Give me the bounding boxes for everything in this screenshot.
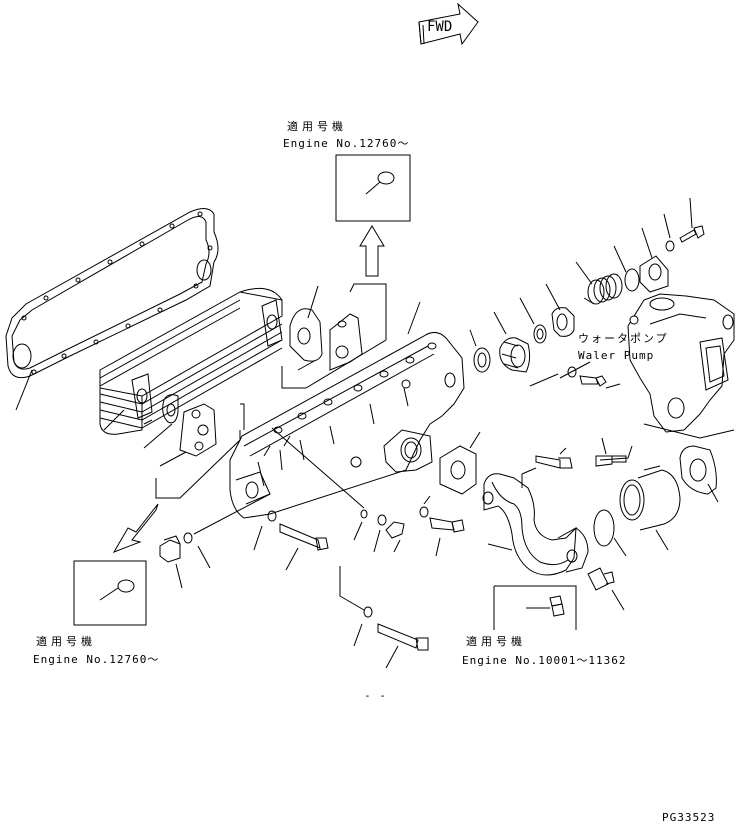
oil-cooler-cover xyxy=(229,332,465,519)
oil-filter-gasket xyxy=(289,308,323,362)
drain-plug-detail xyxy=(549,595,565,617)
drain-cock xyxy=(587,567,615,591)
forward-arrow-icon xyxy=(418,2,479,46)
inlet-connector xyxy=(619,465,681,531)
water-pump xyxy=(627,293,735,433)
thermostat-cover xyxy=(639,255,669,293)
forward-label: FWD xyxy=(427,19,453,35)
washer-bolt xyxy=(419,506,429,518)
callout-left-jp: 適用号機 xyxy=(36,635,96,648)
water-pipe-elbow xyxy=(482,473,589,576)
drawing-number: PG33523 xyxy=(662,811,716,824)
water-pump-en: Waler Pump xyxy=(578,349,655,362)
pump-inlet-gasket xyxy=(679,445,717,495)
callout-left-serial: Engine No.12760～ xyxy=(33,653,160,666)
callout-right-jp: 適用号機 xyxy=(466,635,526,648)
oil-cooler-element xyxy=(99,287,283,435)
oil-cooler-gasket xyxy=(5,208,219,379)
detail-arrow-top xyxy=(359,225,385,277)
water-pump-bolt xyxy=(567,366,607,387)
callout-top-serial: Engine No.12760～ xyxy=(283,137,410,150)
o-ring xyxy=(624,268,640,292)
thermostat-gasket xyxy=(533,324,547,344)
dash-mark: - - xyxy=(364,689,387,702)
long-bolt-washer xyxy=(363,606,373,618)
callout-top-jp: 適用号機 xyxy=(287,120,347,133)
thermostat-body xyxy=(499,337,531,373)
lock-washer xyxy=(377,514,387,526)
inset-box-top xyxy=(335,154,411,222)
thermostat-valve xyxy=(551,307,575,337)
pipe-gasket xyxy=(439,445,477,495)
cover-long-bolt xyxy=(267,510,329,551)
callout-right-serial: Engine No.10001～11362 xyxy=(462,654,627,667)
washer xyxy=(665,240,675,252)
drain-plug xyxy=(159,535,181,563)
connector-o-ring xyxy=(593,509,615,547)
detail-arrow-left xyxy=(112,503,159,553)
cooler-port-gasket xyxy=(162,394,179,424)
plug-gasket xyxy=(183,493,271,544)
pipe-bolt xyxy=(535,455,573,469)
long-bolt xyxy=(377,623,429,651)
flange-bolt xyxy=(595,455,627,467)
cover-bolt xyxy=(679,225,705,243)
thermostat-spring xyxy=(583,273,623,305)
washer-small xyxy=(360,509,368,519)
thermostat-seal-ring xyxy=(473,347,491,373)
hex-nut xyxy=(385,521,405,539)
inset-box-left xyxy=(73,560,147,626)
water-pump-jp: ウォータポンプ xyxy=(578,332,669,345)
